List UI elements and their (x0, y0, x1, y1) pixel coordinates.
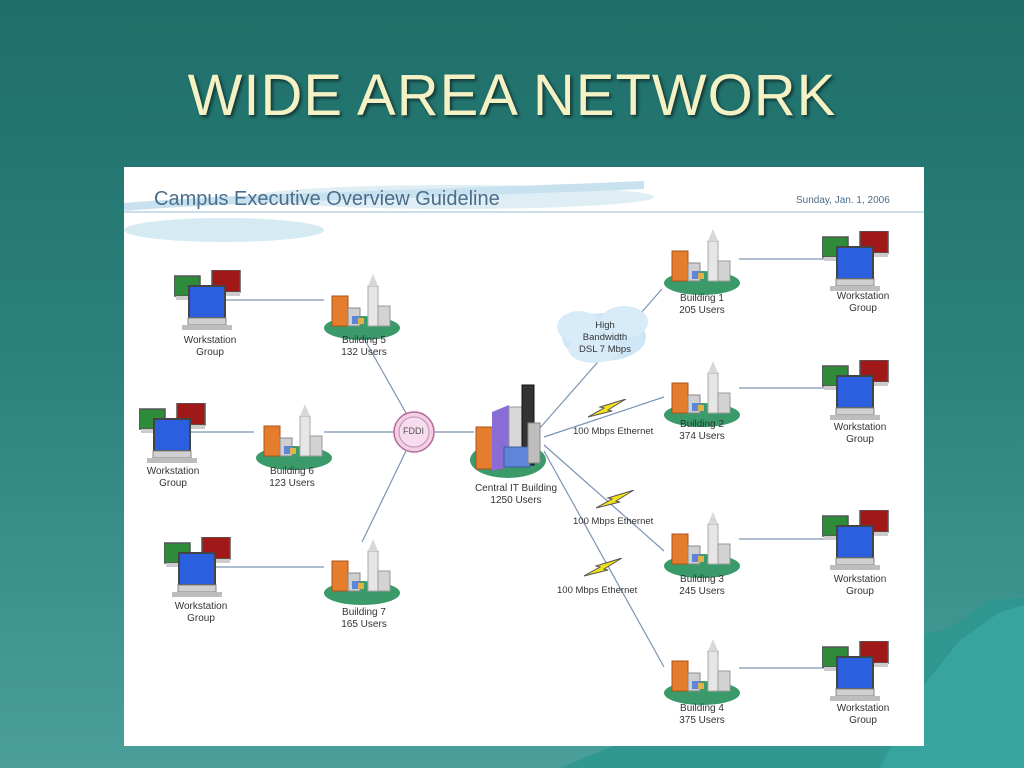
central-it-building-icon (470, 384, 546, 478)
building-icon (663, 360, 741, 428)
building-users: 165 Users (341, 619, 387, 630)
workstation-label-line2: Group (187, 613, 215, 624)
diagram-title: Campus Executive Overview Guideline (154, 188, 500, 210)
workstation-label-line1: Workstation (183, 335, 237, 346)
workstation-group-icon (822, 510, 889, 571)
building-label-b2: Building 2 374 Users (679, 419, 725, 443)
building-name: Building 1 (680, 293, 724, 304)
building-icon (663, 511, 741, 579)
workstation-label-line2: Group (849, 303, 877, 314)
link-label: 100 Mbps Ethernet (557, 585, 638, 596)
building-name: Building 7 (342, 607, 386, 618)
cloud-label-line3: DSL 7 Mbps (579, 344, 631, 355)
dsl-cloud (557, 306, 648, 363)
building-name: Building 3 (680, 574, 724, 585)
slide-title: WIDE AREA NETWORK (187, 63, 837, 128)
workstation-group-icon (822, 641, 889, 702)
workstation-label-line2: Group (159, 478, 187, 489)
building-users: 205 Users (679, 305, 725, 316)
workstation-label-line1: Workstation (836, 703, 890, 714)
workstation-label-line2: Group (196, 347, 224, 358)
central-building-label: Central IT Building 1250 Users (475, 483, 557, 507)
building-icon (323, 273, 401, 341)
workstation-group-label: Workstation Group (175, 601, 228, 625)
building-name: Building 5 (342, 335, 386, 346)
fddi-hub (393, 411, 435, 453)
building-label-b3: Building 3 245 Users (679, 574, 725, 598)
building-label-b7: Building 7 165 Users (341, 607, 387, 631)
fddi-label: FDDI (403, 426, 424, 436)
workstation-label-line1: Workstation (174, 601, 228, 612)
building-label-b6: Building 6 123 Users (269, 466, 315, 490)
cloud-label-line1: High (595, 320, 615, 331)
building-label-b5: Building 5 132 Users (341, 335, 387, 359)
building-users: 374 Users (679, 431, 725, 442)
link-label: 100 Mbps Ethernet (573, 516, 654, 527)
cloud-label: High Bandwidth DSL 7 Mbps (579, 320, 631, 356)
building-users: 123 Users (269, 478, 315, 489)
workstation-group-label: Workstation Group (184, 335, 237, 359)
workstation-label-line2: Group (846, 434, 874, 445)
cloud-label-line2: Bandwidth (582, 332, 628, 343)
workstation-label-line1: Workstation (146, 466, 200, 477)
building-icon (663, 638, 741, 706)
building-icon (663, 228, 741, 296)
network-diagram (124, 181, 924, 706)
diagram-panel: Campus Executive Overview Guideline Sund… (124, 167, 924, 746)
workstation-group-icon (822, 360, 889, 421)
link-label: 100 Mbps Ethernet (573, 426, 654, 437)
building-label-b4: Building 4 375 Users (679, 703, 725, 727)
workstation-label-line2: Group (846, 586, 874, 597)
central-building-name: Central IT Building (474, 483, 558, 494)
lightning-icon (584, 558, 623, 577)
workstation-group-label: Workstation Group (147, 466, 200, 490)
workstation-label-line1: Workstation (833, 574, 887, 585)
building-users: 132 Users (341, 347, 387, 358)
workstation-group-icon (139, 403, 206, 464)
workstation-group-label: Workstation Group (837, 291, 890, 315)
workstation-group-icon (822, 231, 889, 292)
building-name: Building 6 (270, 466, 314, 477)
workstation-group-label: Workstation Group (837, 703, 890, 727)
workstation-label-line1: Workstation (833, 422, 887, 433)
building-icon (255, 403, 333, 471)
building-icon (323, 538, 401, 606)
diagram-date: Sunday, Jan. 1, 2006 (796, 195, 890, 206)
building-label-b1: Building 1 205 Users (679, 293, 725, 317)
workstation-group-label: Workstation Group (834, 574, 887, 598)
building-name: Building 2 (680, 419, 724, 430)
central-building-users: 1250 Users (490, 495, 542, 506)
building-users: 375 Users (679, 715, 725, 726)
workstation-label-line1: Workstation (836, 291, 890, 302)
lightning-icon (596, 490, 635, 509)
workstation-group-label: Workstation Group (834, 422, 887, 446)
building-name: Building 4 (680, 703, 724, 714)
workstation-label-line2: Group (849, 715, 877, 726)
lightning-icon (588, 399, 627, 418)
building-users: 245 Users (679, 586, 725, 597)
